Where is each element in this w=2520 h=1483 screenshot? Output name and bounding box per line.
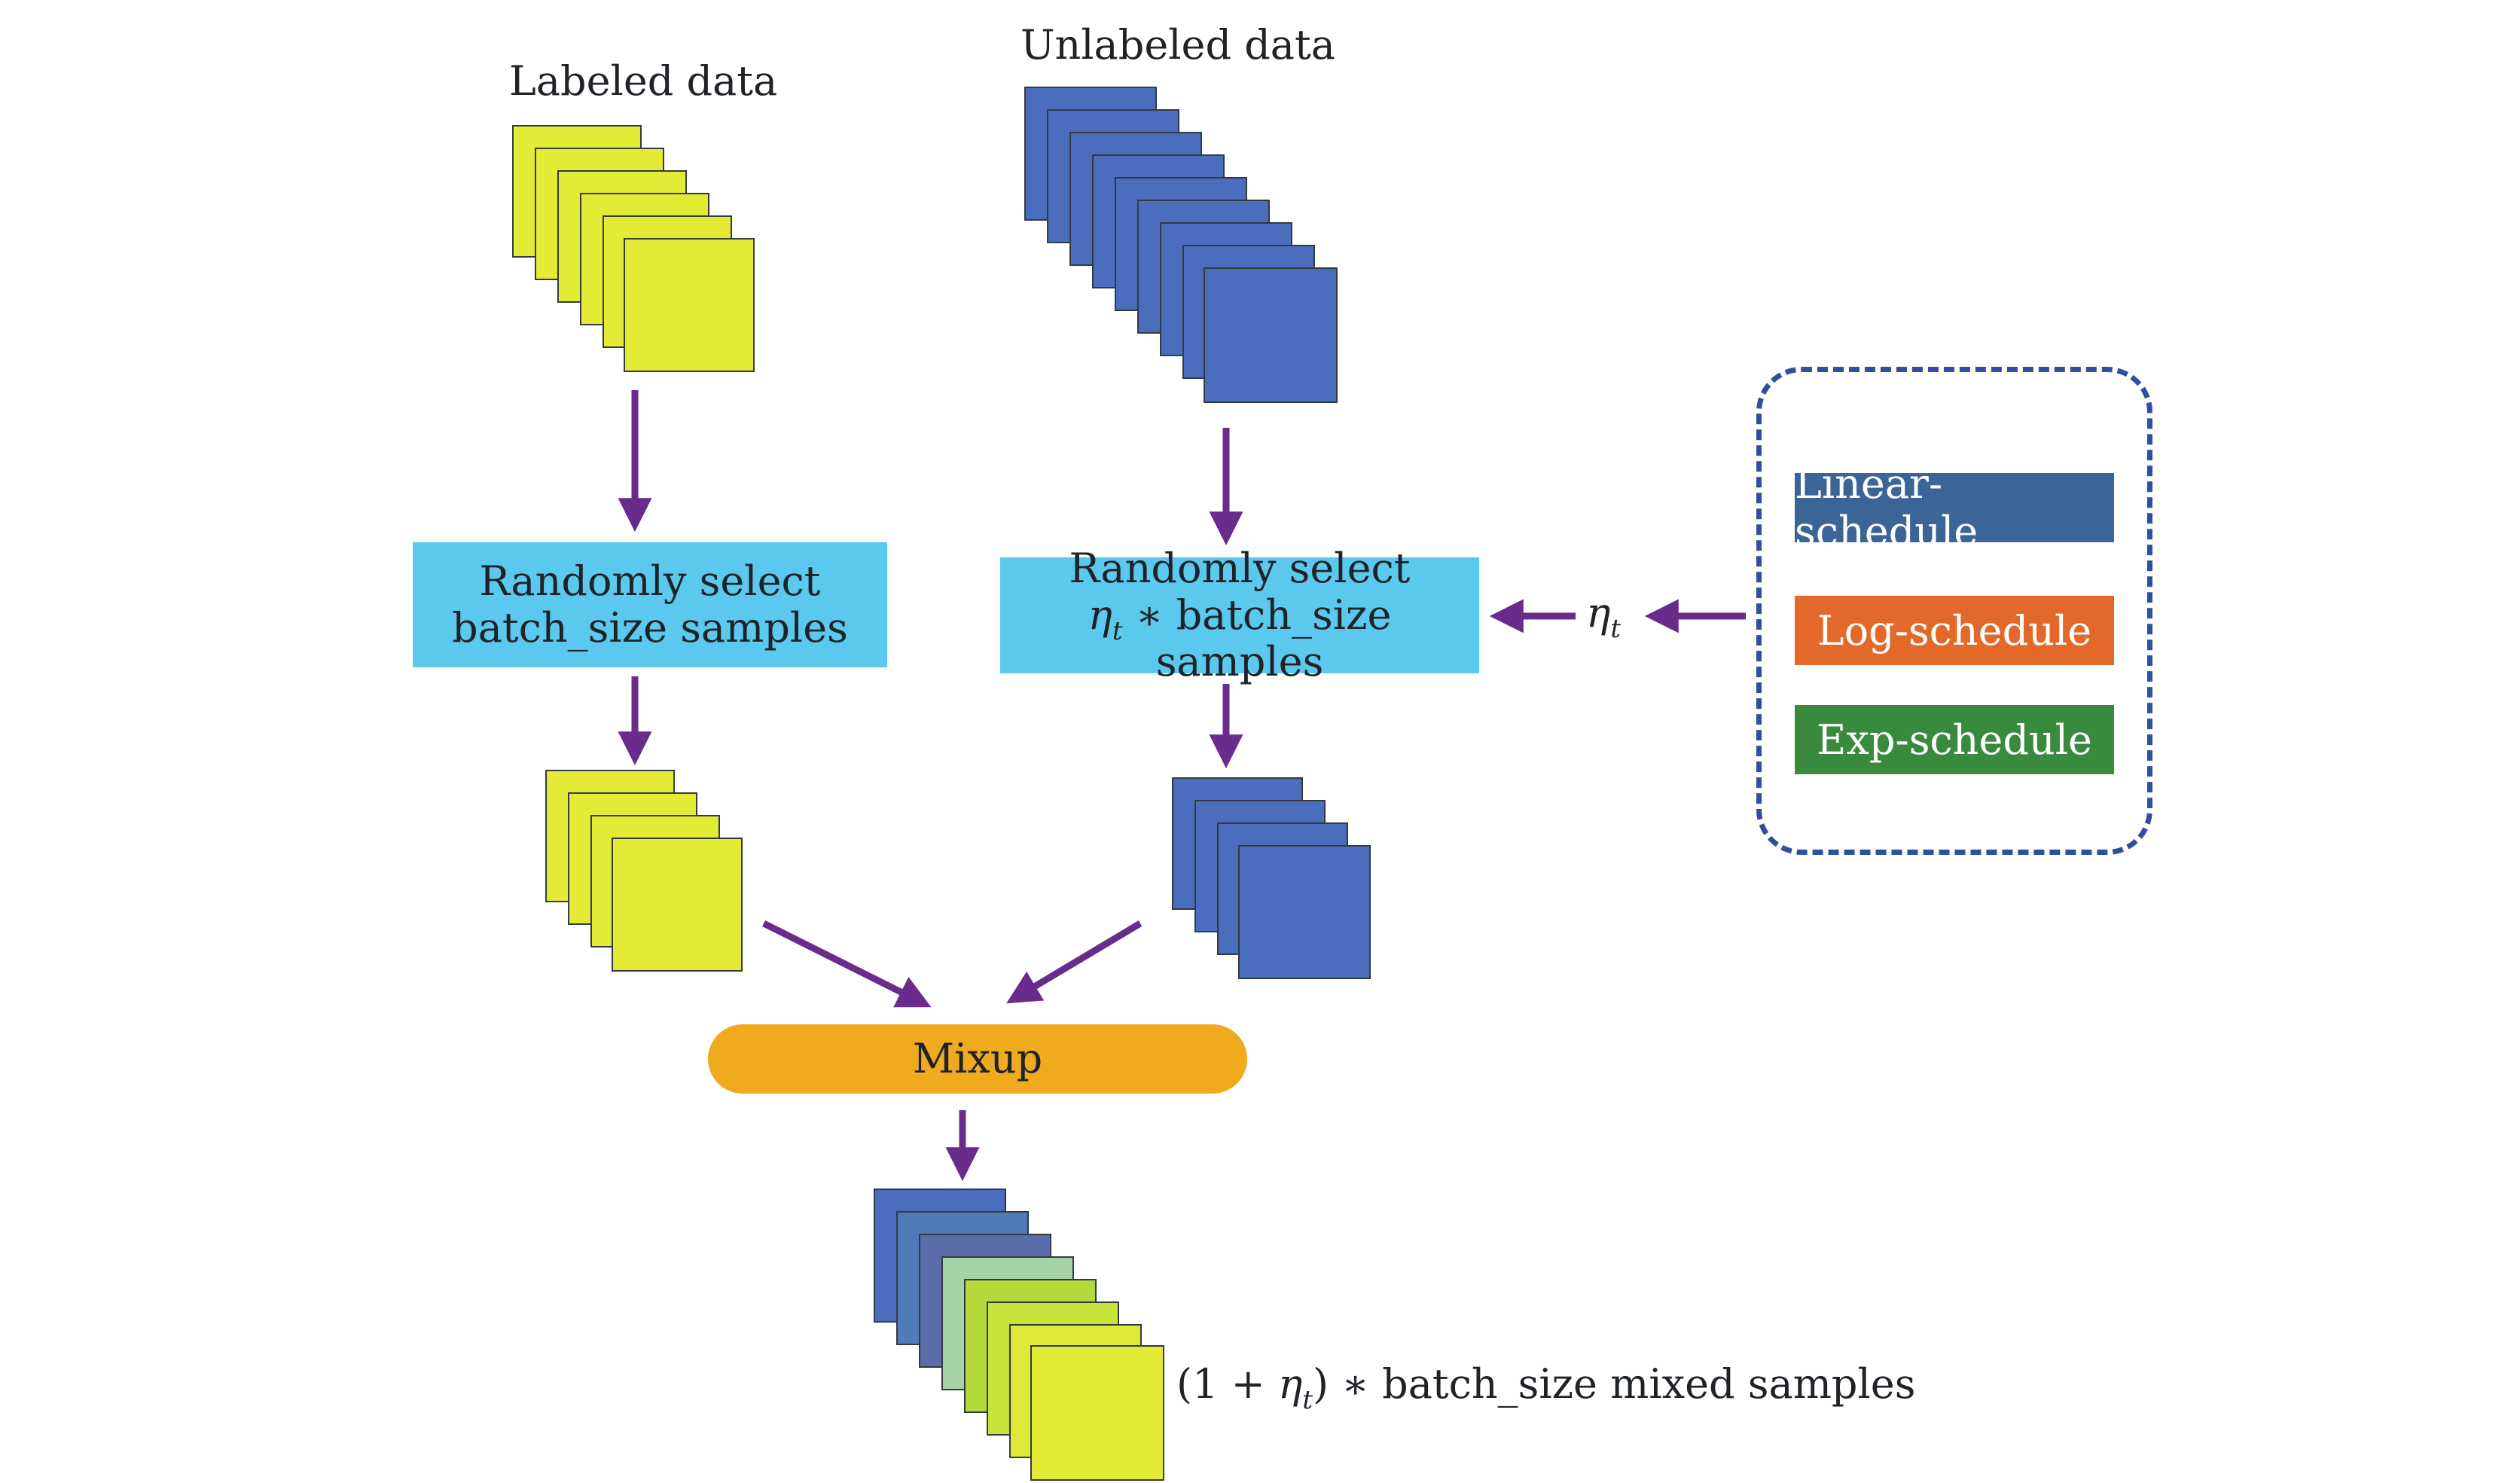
select-unlabeled-line1: Randomly select bbox=[1069, 545, 1411, 592]
log-schedule-box: Log-schedule bbox=[1795, 596, 2114, 665]
output-prefix: (1 + bbox=[1176, 1360, 1278, 1408]
eta-t-label: ηt bbox=[1586, 589, 1621, 642]
select-labeled-box: Randomly select batch_size samples bbox=[413, 542, 887, 667]
eta-subscript: t bbox=[1112, 616, 1123, 646]
output-suffix: ) ∗ batch_size mixed samples bbox=[1313, 1360, 1916, 1408]
mixup-label: Mixup bbox=[912, 1035, 1043, 1082]
schedule-group bbox=[1756, 367, 2152, 855]
unlabeled-data-label: Unlabeled data bbox=[1021, 21, 1335, 69]
exp-schedule-box: Exp-schedule bbox=[1795, 705, 2114, 774]
arrow-unlabeled-to-mixup bbox=[1006, 920, 1143, 1004]
selected-unlabeled-card bbox=[1238, 845, 1371, 979]
select-unlabeled-box: Randomly select ηt ∗ batch_size samples bbox=[1000, 545, 1479, 685]
select-unlabeled-line2: ηt ∗ batch_size samples bbox=[1000, 592, 1479, 685]
select-labeled-line2: batch_size samples bbox=[452, 604, 848, 651]
unlabeled-card bbox=[1204, 267, 1338, 403]
eta-subscript: t bbox=[1610, 614, 1622, 644]
eta-subscript: t bbox=[1302, 1385, 1313, 1415]
eta-symbol: η bbox=[1088, 591, 1112, 639]
selected-labeled-card bbox=[612, 838, 743, 972]
select-labeled-line1: Randomly select bbox=[479, 557, 821, 605]
eta-symbol: η bbox=[1586, 589, 1611, 636]
output-label: (1 + ηt) ∗ batch_size mixed samples bbox=[1176, 1360, 1916, 1413]
mixed-card bbox=[1030, 1345, 1164, 1481]
labeled-card bbox=[624, 238, 755, 372]
select-unlabeled-line2-text: ∗ batch_size samples bbox=[1122, 591, 1392, 685]
mixup-box: Mixup bbox=[708, 1024, 1247, 1094]
labeled-data-label: Labeled data bbox=[509, 57, 778, 105]
eta-symbol: η bbox=[1278, 1360, 1303, 1408]
arrow-labeled-to-mixup bbox=[761, 920, 932, 1008]
